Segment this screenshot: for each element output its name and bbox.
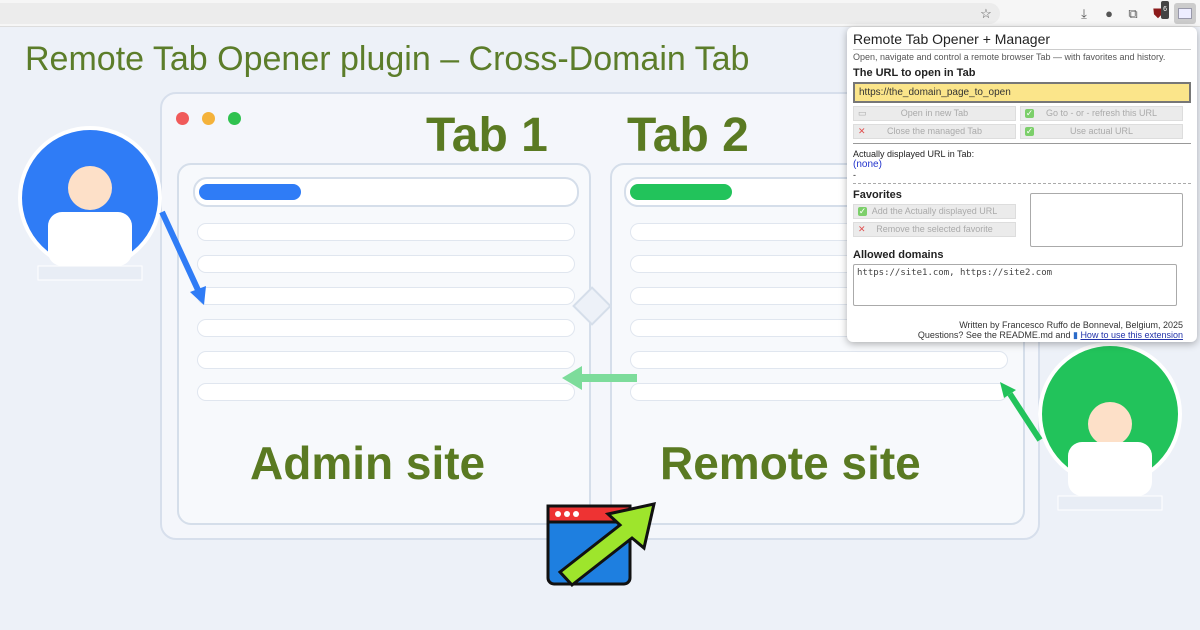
footer-questions: Questions? See the README.md and ▮ How t… [917,330,1183,340]
admin-user-avatar [18,126,162,281]
list-item [197,319,575,337]
open-new-tab-button[interactable]: ▭Open in new Tab [853,106,1016,121]
close-tab-button[interactable]: ✕Close the managed Tab [853,124,1016,139]
goto-refresh-button[interactable]: ✓Go to - or - refresh this URL [1020,106,1183,121]
book-icon: ▮ [1072,330,1078,340]
displayed-url-extra: - [853,170,856,180]
list-item [197,223,575,241]
favorites-heading: Favorites [853,189,902,201]
blue-arrow-icon [159,210,206,305]
admin-panel [177,163,591,525]
green-arrow-icon [1000,382,1043,442]
check-icon: ✓ [858,206,867,216]
list-item [197,255,575,273]
bookmark-star-icon[interactable]: ☆ [980,6,992,21]
list-item [197,351,575,369]
ublock-badge: 6 [1161,1,1169,19]
how-to-use-link[interactable]: How to use this extension [1080,330,1183,340]
remote-user-avatar [1038,342,1182,511]
maximize-dot [228,112,241,125]
displayed-url-label: Actually displayed URL in Tab: [853,143,1191,159]
remove-favorite-button[interactable]: ✕Remove the selected favorite [853,222,1016,237]
ublock-icon[interactable]: ⛊6 [1149,1,1169,23]
download-icon[interactable]: ⤓ [1081,6,1087,21]
allowed-domains-heading: Allowed domains [853,249,944,261]
admin-header-bar [193,177,579,207]
tab-icon: ▭ [858,108,867,118]
popup-subtitle: Open, navigate and control a remote brow… [853,52,1166,62]
tab1-label: Tab 1 [426,109,548,162]
extension-popup: Remote Tab Opener + Manager Open, naviga… [847,27,1197,342]
footer-author: Written by Francesco Ruffo de Bonneval, … [959,320,1183,330]
extensions-puzzle-icon[interactable]: ⧉ [1128,6,1138,21]
check-icon: ✓ [1025,126,1034,136]
address-bar[interactable] [0,3,1000,24]
check-icon: ✓ [1025,108,1034,118]
left-arrow-icon [562,366,637,390]
tab2-label: Tab 2 [627,109,749,162]
x-icon: ✕ [858,224,866,234]
list-item [630,351,1008,369]
favorites-list[interactable] [1030,193,1183,247]
popup-title: Remote Tab Opener + Manager [853,31,1191,50]
remote-tab-opener-icon[interactable] [1174,3,1196,24]
remote-site-label: Remote site [660,437,921,489]
displayed-url-value: (none) [853,159,882,170]
close-dot [176,112,189,125]
list-item [197,383,575,401]
use-actual-url-button[interactable]: ✓Use actual URL [1020,124,1183,139]
admin-site-label: Admin site [250,437,486,489]
allowed-domains-textarea[interactable]: https://site1.com, https://site2.com [853,264,1177,306]
url-heading: The URL to open in Tab [853,67,976,79]
add-favorite-button[interactable]: ✓Add the Actually displayed URL [853,204,1016,219]
profile-icon[interactable]: ● [1105,6,1113,21]
minimize-dot [202,112,215,125]
banner-title: Remote Tab Opener plugin – Cross-Domain … [25,40,750,78]
x-icon: ✕ [858,126,866,136]
extension-logo-icon [546,502,656,588]
browser-toolbar: ☆ ⤓ ● ⧉ ⛊6 [0,0,1200,27]
url-input[interactable]: https://the_domain_page_to_open [853,82,1191,103]
